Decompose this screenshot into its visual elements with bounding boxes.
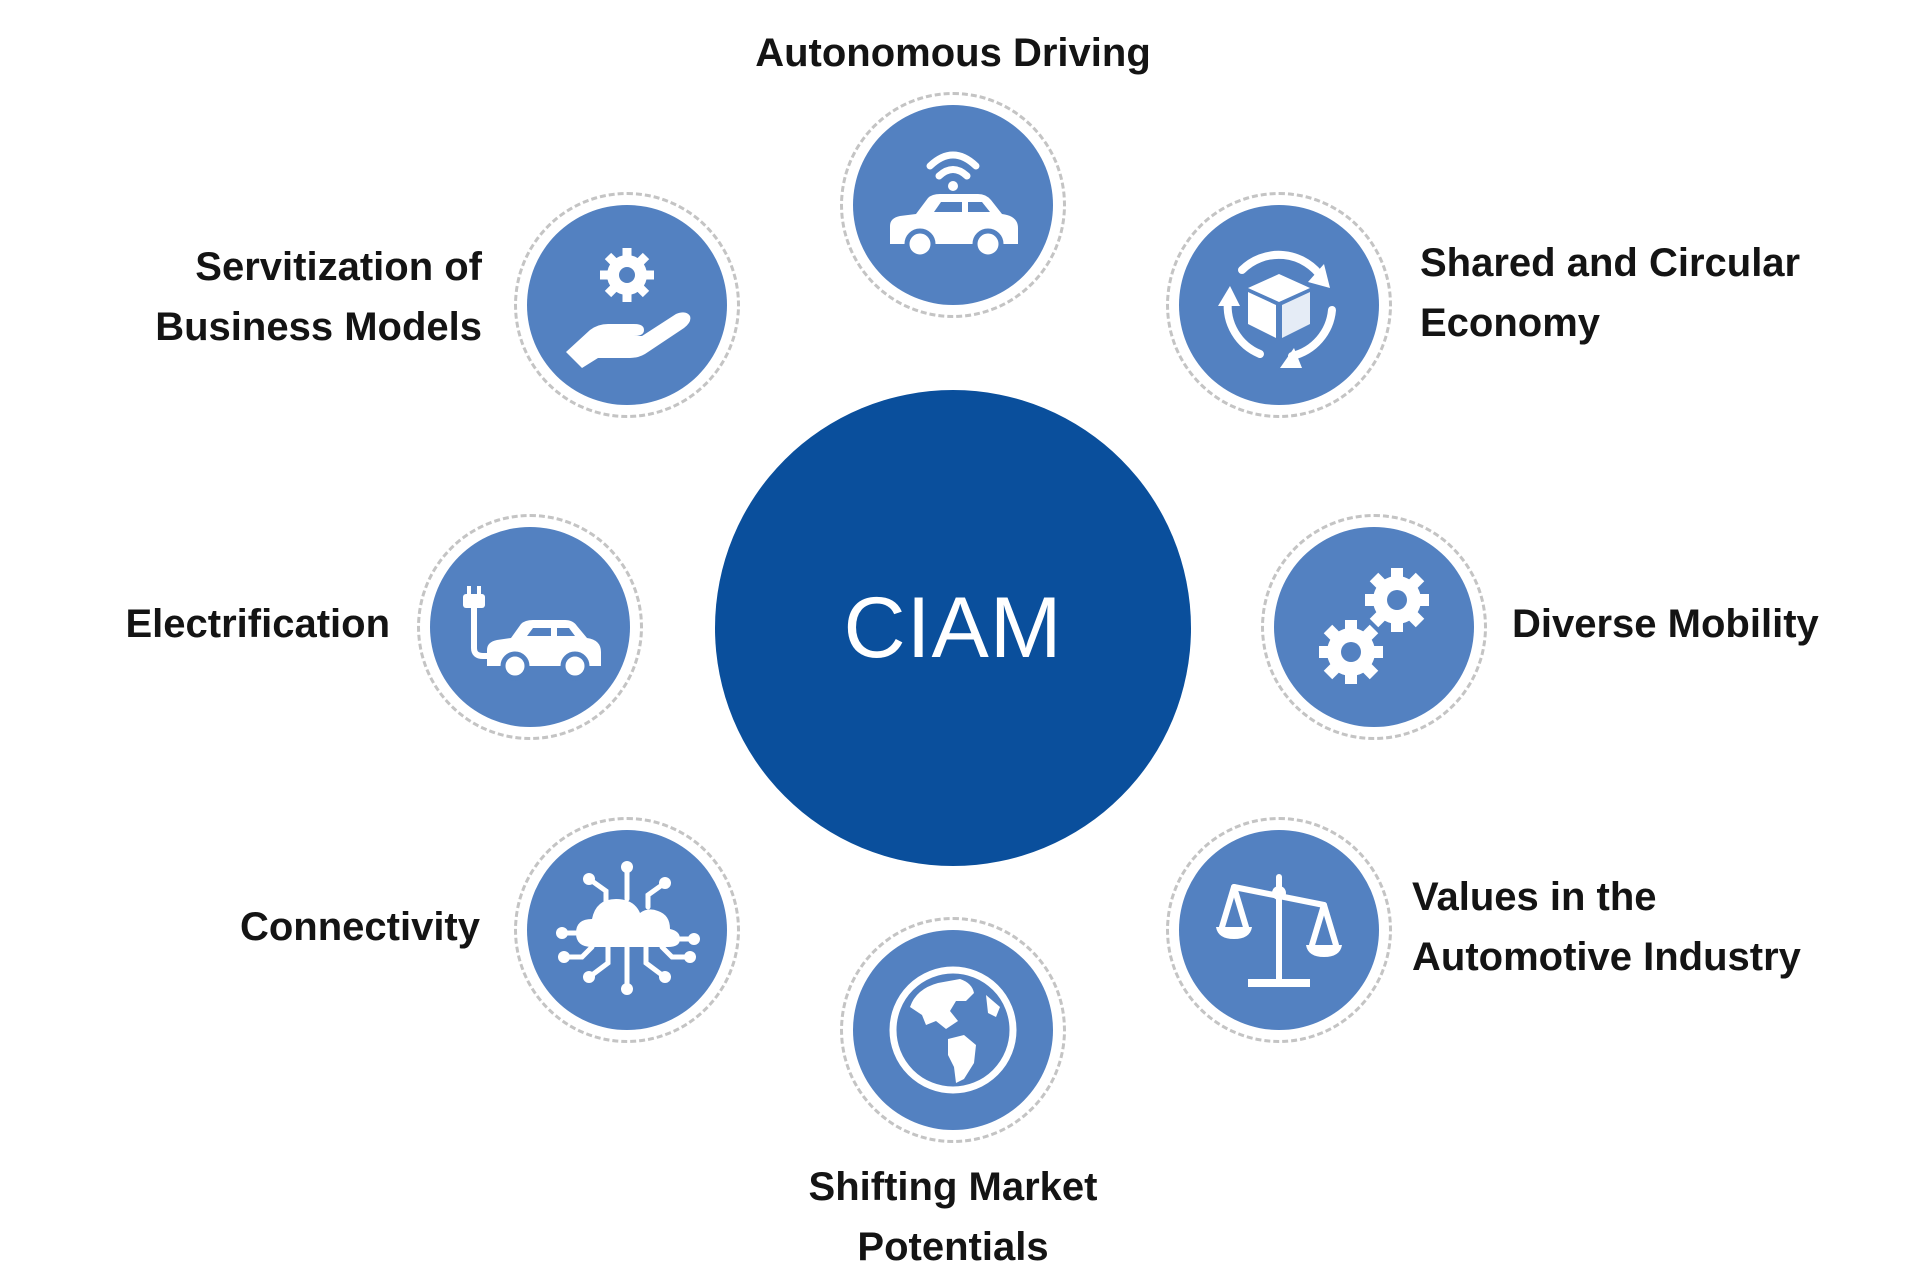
label-diverse-mobility: Diverse Mobility — [1512, 602, 1819, 646]
label-values: Values in the Automotive Industry — [1412, 875, 1801, 979]
node-connectivity — [514, 817, 740, 1043]
center-label: CIAM — [843, 579, 1063, 676]
node-shifting-market — [840, 917, 1066, 1143]
autonomous-car-icon — [890, 151, 1018, 260]
hand-gear-icon — [566, 248, 691, 368]
center-circle: CIAM — [715, 390, 1191, 866]
electric-car-icon — [463, 586, 601, 681]
circular-box-icon — [1218, 250, 1336, 368]
cloud-network-icon — [556, 861, 700, 995]
label-autonomous-driving: Autonomous Driving — [755, 31, 1151, 75]
node-diverse-mobility — [1261, 514, 1487, 740]
label-servitization: Servitization of Business Models — [155, 245, 482, 349]
label-shared-circular: Shared and Circular Economy — [1420, 241, 1801, 345]
label-connectivity: Connectivity — [239, 905, 480, 949]
node-values — [1166, 817, 1392, 1043]
label-electrification: Electrification — [125, 602, 390, 646]
node-electrification — [417, 514, 643, 740]
globe-icon — [889, 966, 1017, 1094]
label-shifting-market: Shifting Market Potentials — [808, 1165, 1098, 1269]
node-shared-circular — [1166, 192, 1392, 418]
node-autonomous-driving — [840, 92, 1066, 318]
gears-icon — [1319, 568, 1429, 684]
scale-icon — [1216, 874, 1342, 987]
node-servitization — [514, 192, 740, 418]
